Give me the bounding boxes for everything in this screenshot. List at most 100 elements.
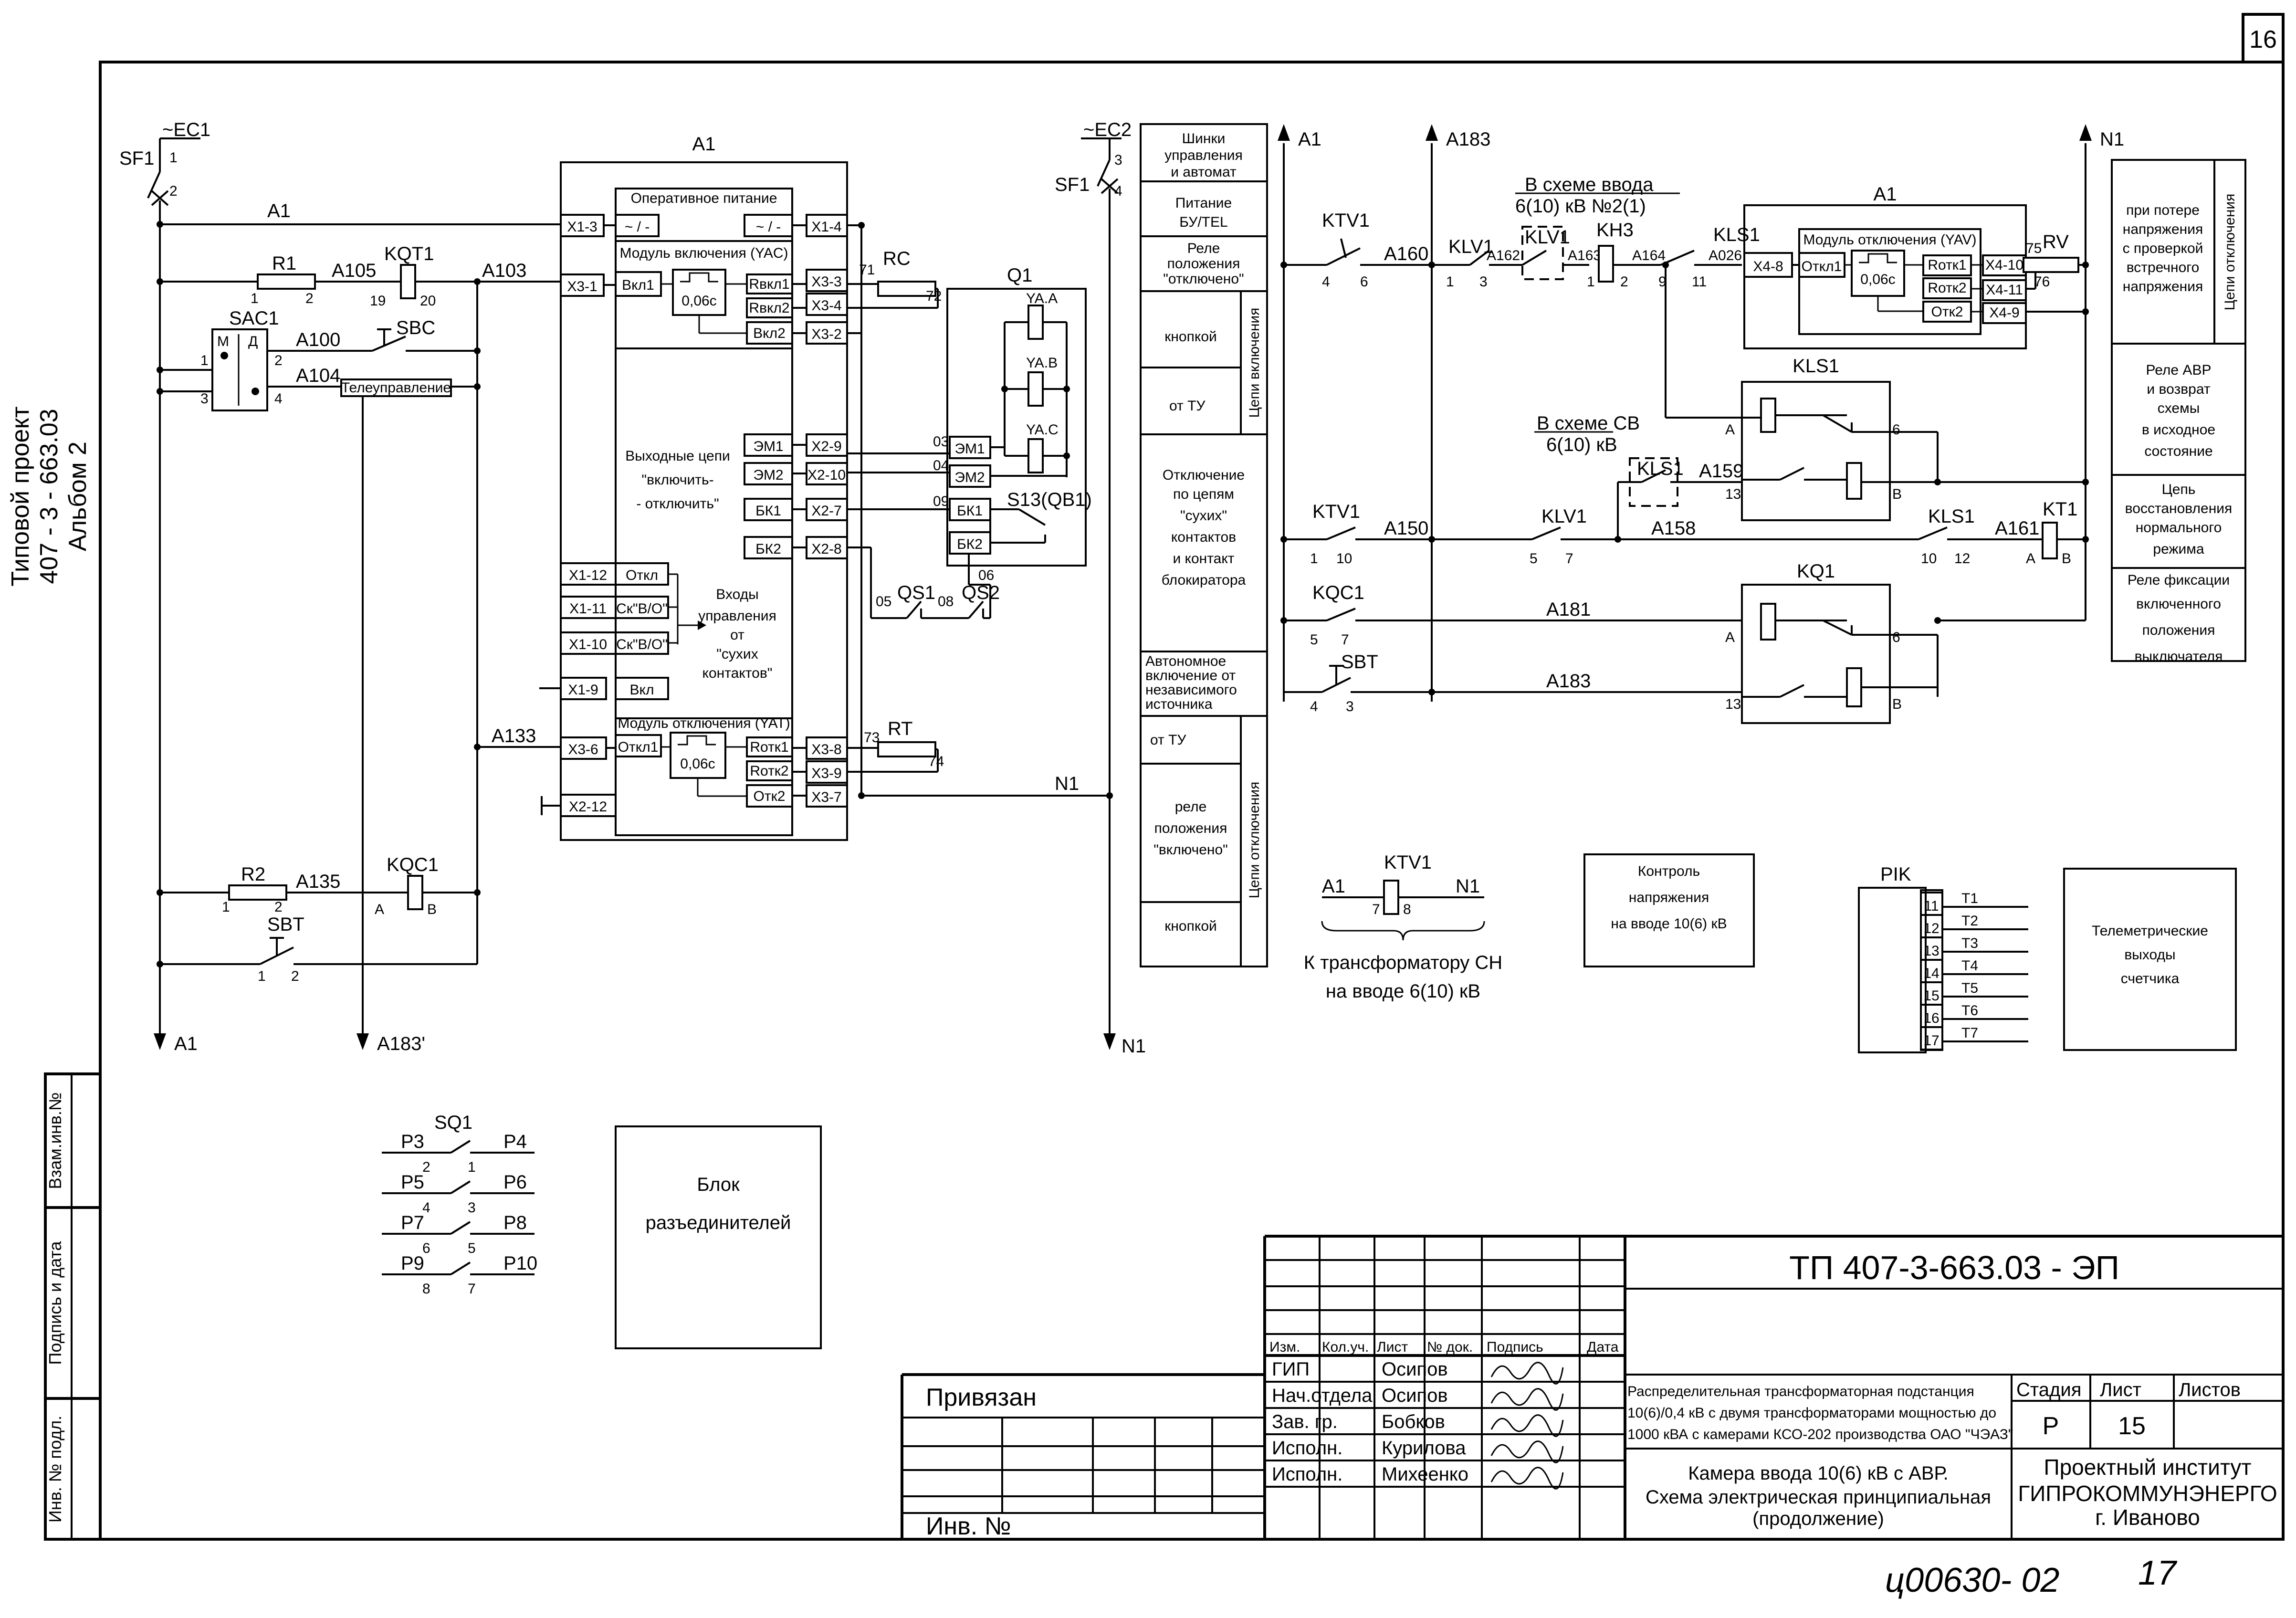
svg-text:~EC2: ~EC2	[1083, 119, 1132, 140]
svg-text:Выходные цепи: Выходные цепи	[625, 448, 730, 464]
svg-text:М: М	[217, 334, 229, 349]
svg-text:контактов: контактов	[1171, 529, 1236, 545]
svg-text:Питание: Питание	[1175, 195, 1232, 211]
svg-text:PIK: PIK	[1880, 864, 1911, 885]
svg-text:2: 2	[169, 183, 178, 199]
pik-output: T2	[1961, 913, 1978, 929]
svg-text:X1-10: X1-10	[569, 637, 607, 652]
svg-text:S13(QB1): S13(QB1)	[1007, 489, 1092, 510]
svg-text:0,06с: 0,06с	[681, 293, 716, 309]
svg-text:10: 10	[1336, 551, 1352, 567]
svg-text:R1: R1	[272, 253, 296, 274]
svg-text:KLS1: KLS1	[1793, 356, 1839, 377]
svg-text:схемы: схемы	[2158, 400, 2200, 416]
svg-text:A103: A103	[482, 260, 526, 281]
svg-text:включение от: включение от	[1145, 668, 1236, 683]
svg-text:Цепи отключения: Цепи отключения	[1247, 782, 1262, 899]
svg-text:KLV1: KLV1	[1525, 227, 1570, 248]
svg-text:5: 5	[1310, 632, 1318, 648]
sq1-pin-a: 2	[422, 1159, 430, 1175]
svg-text:Блок: Блок	[697, 1174, 740, 1195]
drawing-frame	[99, 61, 2285, 1541]
svg-text:X1-12: X1-12	[569, 567, 607, 583]
svg-text:~ / -: ~ / -	[756, 219, 781, 235]
side-title: Типовой проект 407 - 3 - 663.03 Альбом 2	[7, 406, 92, 586]
svg-text:ЭМ1: ЭМ1	[954, 441, 985, 457]
sq1-pin-a: 4	[422, 1200, 430, 1216]
svg-text:A135: A135	[296, 871, 340, 892]
svg-text:Rотк1: Rотк1	[1928, 257, 1966, 273]
svg-text:X1-4: X1-4	[811, 219, 841, 235]
svg-text:Цепи включения: Цепи включения	[1247, 308, 1262, 418]
svg-text:KT1: KT1	[2043, 499, 2077, 520]
svg-text:KTV1: KTV1	[1384, 852, 1432, 873]
sheet-number: 16	[2249, 26, 2277, 53]
svg-text:1: 1	[1310, 551, 1318, 567]
sq1-right-label: P6	[503, 1172, 527, 1193]
svg-text:76: 76	[2034, 274, 2050, 290]
sq1-left-label: P3	[401, 1131, 424, 1152]
svg-text:A104: A104	[296, 365, 340, 386]
svg-text:положения: положения	[2142, 622, 2215, 638]
svg-text:реле: реле	[1175, 799, 1207, 815]
svg-text:05: 05	[876, 594, 891, 609]
svg-text:72: 72	[926, 288, 942, 304]
svg-text:К трансформатору СН: К трансформатору СН	[1304, 952, 1502, 973]
svg-text:3: 3	[1479, 274, 1488, 290]
svg-text:Rвкл2: Rвкл2	[749, 300, 789, 316]
svg-text:на вводе 6(10) кВ: на вводе 6(10) кВ	[1326, 981, 1480, 1002]
svg-text:Д: Д	[248, 334, 258, 349]
pik-pin: 11	[1924, 898, 1939, 914]
svg-text:Rотк2: Rотк2	[1928, 280, 1966, 296]
svg-text:БК2: БК2	[755, 541, 781, 557]
svg-text:A160: A160	[1384, 243, 1428, 264]
svg-text:Q1: Q1	[1007, 265, 1032, 286]
svg-text:QS2: QS2	[962, 582, 1000, 603]
svg-text:Изм.: Изм.	[1269, 1339, 1300, 1355]
svg-text:8: 8	[1403, 902, 1411, 917]
svg-text:на вводе 10(6) кВ: на вводе 10(6) кВ	[1611, 916, 1727, 932]
svg-text:A: A	[1725, 630, 1735, 645]
svg-text:Кол.уч.: Кол.уч.	[1322, 1339, 1369, 1355]
svg-text:SBC: SBC	[396, 317, 435, 338]
kq1-relay	[1741, 584, 1891, 724]
staff-signature	[1490, 1362, 1564, 1385]
svg-text:В схеме СВ: В схеме СВ	[1537, 413, 1640, 434]
svg-text:13: 13	[1725, 486, 1741, 502]
svg-text:74: 74	[928, 754, 944, 769]
voltage-control-box: Контроль напряжения на вводе 10(6) кВ	[1583, 853, 1755, 967]
svg-text:71: 71	[859, 262, 875, 278]
svg-text:БК2: БК2	[957, 536, 983, 552]
right-circuit: A1 A183 N1 KTV1 4 6 A160 KLV1 1 3 A162 В…	[1278, 124, 2124, 724]
svg-text:A1: A1	[174, 1033, 198, 1054]
svg-text:восстановления: восстановления	[2125, 501, 2233, 516]
svg-text:X3-3: X3-3	[811, 274, 841, 290]
ec2-source: ~EC2 SF1 3 4 N1	[1055, 119, 1146, 1057]
svg-text:SF1: SF1	[1055, 174, 1090, 195]
archive-page: 17	[2138, 1554, 2178, 1592]
svg-text:Лист: Лист	[1377, 1339, 1408, 1355]
svg-text:10: 10	[1921, 551, 1937, 567]
svg-text:ЭМ2: ЭМ2	[954, 470, 985, 485]
svg-text:A026: A026	[1709, 248, 1742, 263]
svg-text:Вкл2: Вкл2	[753, 326, 786, 341]
svg-text:A161: A161	[1995, 518, 2039, 539]
svg-text:выключателя: выключателя	[2135, 649, 2223, 664]
sq1-left-label: P7	[401, 1212, 424, 1233]
svg-text:06: 06	[978, 567, 994, 583]
svg-text:A183: A183	[1546, 671, 1591, 692]
pik-output: T4	[1961, 958, 1978, 974]
svg-text:Входы: Входы	[716, 587, 758, 602]
svg-text:A159: A159	[1699, 461, 1743, 482]
svg-text:Откл1: Откл1	[618, 739, 659, 755]
svg-text:11: 11	[1692, 274, 1707, 290]
pik-output: T3	[1961, 935, 1978, 951]
svg-text:"отключено": "отключено"	[1163, 271, 1244, 287]
svg-text:A100: A100	[296, 329, 340, 350]
svg-text:YA.C: YA.C	[1026, 422, 1059, 438]
svg-text:4: 4	[274, 391, 283, 407]
svg-text:№ док.: № док.	[1427, 1339, 1473, 1355]
svg-text:N1: N1	[1456, 876, 1480, 897]
